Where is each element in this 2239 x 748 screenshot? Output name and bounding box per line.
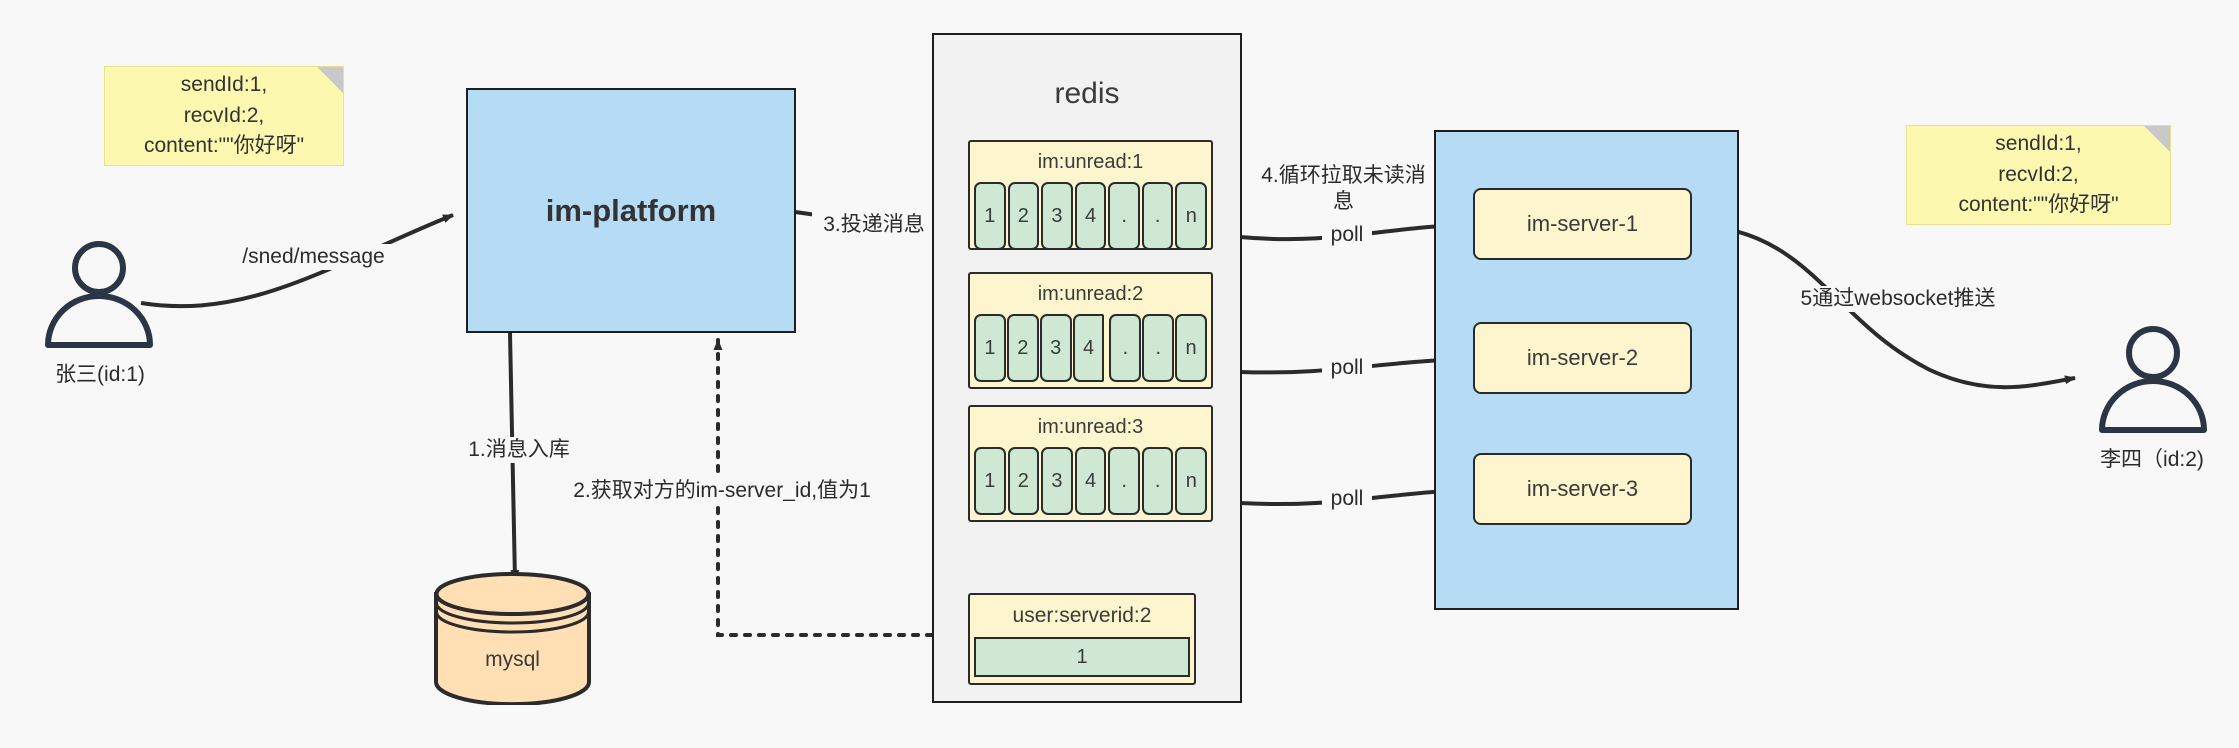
user-icon bbox=[45, 241, 153, 348]
list-cell: 2 bbox=[1007, 182, 1040, 250]
im-server-1-label: im-server-1 bbox=[1526, 211, 1639, 236]
note-left-text: sendId:1, recvId:2, content:""你好呀" bbox=[143, 73, 305, 158]
im-platform-label: im-platform bbox=[545, 192, 717, 228]
list-cell: 2 bbox=[1006, 314, 1039, 382]
redis-list-3-key: im:unread:3 bbox=[1037, 416, 1144, 438]
edge-label-step3: 3.投递消息 bbox=[812, 212, 936, 239]
note-fold-icon bbox=[2144, 126, 2170, 152]
redis-kv-value: 1 bbox=[974, 637, 1190, 677]
redis-title: redis bbox=[1054, 77, 1120, 110]
note-left: sendId:1, recvId:2, content:""你好呀" bbox=[104, 66, 344, 166]
list-cell: 3 bbox=[1041, 447, 1073, 515]
list-cell: . bbox=[1109, 314, 1142, 382]
im-server-2-card[interactable]: im-server-2 bbox=[1473, 322, 1692, 394]
im-platform-box[interactable]: im-platform bbox=[466, 88, 796, 333]
note-fold-icon bbox=[317, 67, 343, 93]
redis-list-2-cells: 1 2 3 4 . . n bbox=[970, 314, 1211, 382]
actor-sender[interactable] bbox=[32, 240, 167, 350]
redis-list-2-key: im:unread:2 bbox=[1037, 283, 1144, 305]
redis-list-1-key: im:unread:1 bbox=[1037, 151, 1144, 173]
list-cell: 4 bbox=[1074, 182, 1107, 250]
database-cylinder-icon bbox=[434, 572, 591, 707]
edge-label-poll-1: poll bbox=[1322, 222, 1372, 249]
redis-kv-key: user:serverid:2 bbox=[1012, 604, 1152, 627]
edge-label-step2: 2.获取对方的im-server_id,值为1 bbox=[570, 478, 874, 505]
list-cell: 1 bbox=[974, 182, 1006, 250]
list-cell: 4 bbox=[1072, 314, 1105, 382]
redis-list-1-cells: 1 2 3 4 . . n bbox=[970, 182, 1211, 250]
edge-label-poll-2: poll bbox=[1322, 355, 1372, 382]
mysql-label: mysql bbox=[485, 648, 540, 671]
note-right: sendId:1, recvId:2, content:""你好呀" bbox=[1906, 125, 2171, 225]
redis-list-im-unread-2[interactable]: im:unread:2 1 2 3 4 . . n bbox=[968, 272, 1213, 389]
list-cell: . bbox=[1108, 447, 1140, 515]
note-right-text: sendId:1, recvId:2, content:""你好呀" bbox=[1958, 132, 2119, 217]
actor-sender-label: 张三(id:1) bbox=[55, 363, 145, 386]
list-cell: . bbox=[1141, 447, 1174, 515]
list-cell: 4 bbox=[1074, 447, 1107, 515]
list-cell: n bbox=[1175, 447, 1208, 515]
edge-label-step5: 5通过websocket推送 bbox=[1791, 286, 2005, 313]
edge-label-poll-3: poll bbox=[1322, 486, 1372, 513]
list-cell: . bbox=[1141, 182, 1174, 250]
list-cell: . bbox=[1108, 182, 1140, 250]
im-server-2-label: im-server-2 bbox=[1526, 345, 1639, 370]
actor-receiver-label: 李四（id:2) bbox=[2100, 448, 2204, 471]
user-icon bbox=[2099, 326, 2207, 433]
list-cell: n bbox=[1175, 314, 1208, 382]
redis-list-3-cells: 1 2 3 4 . . n bbox=[970, 447, 1211, 515]
im-server-3-label: im-server-3 bbox=[1526, 476, 1639, 501]
redis-kv-user-serverid[interactable]: user:serverid:2 1 bbox=[968, 593, 1196, 685]
im-server-3-card[interactable]: im-server-3 bbox=[1473, 453, 1692, 525]
redis-list-im-unread-3[interactable]: im:unread:3 1 2 3 4 . . n bbox=[968, 405, 1213, 522]
edge-label-step4: 4.循环拉取未读消 息 bbox=[1254, 163, 1433, 216]
list-cell: . bbox=[1142, 314, 1175, 382]
redis-list-im-unread-1[interactable]: im:unread:1 1 2 3 4 . . n bbox=[968, 140, 1213, 250]
edge-label-step1: 1.消息入库 bbox=[452, 437, 586, 464]
edge-label-send-message: /sned/message bbox=[229, 244, 398, 271]
im-server-1-card[interactable]: im-server-1 bbox=[1473, 188, 1692, 260]
list-cell: n bbox=[1175, 182, 1208, 250]
list-cell: 3 bbox=[1039, 314, 1072, 382]
actor-receiver[interactable] bbox=[2086, 325, 2221, 435]
list-cell: 1 bbox=[974, 447, 1006, 515]
list-cell: 1 bbox=[974, 314, 1006, 382]
list-cell: 2 bbox=[1007, 447, 1040, 515]
mysql-database[interactable]: mysql bbox=[430, 570, 595, 707]
list-cell: 3 bbox=[1041, 182, 1073, 250]
